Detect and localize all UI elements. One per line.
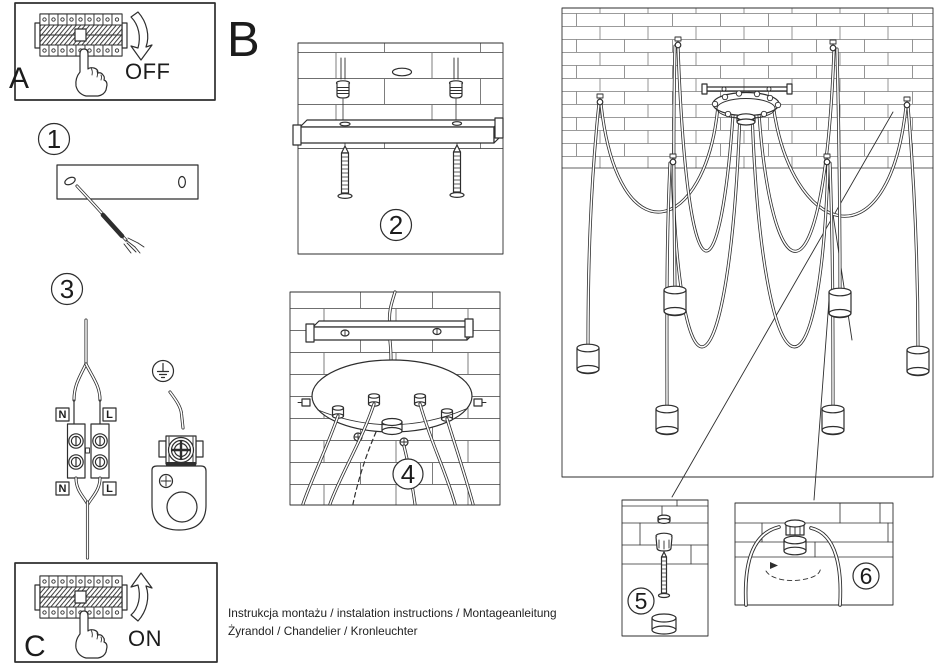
- mounting-bar-3d: [292, 117, 504, 146]
- step-3-badge: 3: [50, 272, 84, 306]
- step-1-illustration: 1: [37, 122, 199, 254]
- svg-text:N: N: [59, 483, 67, 495]
- step-5-badge: 5: [627, 587, 655, 615]
- panel-c-frame: [14, 562, 218, 663]
- bulb-socket: [906, 345, 930, 377]
- ceiling-canopy: [297, 359, 487, 447]
- step-2-badge: 2: [379, 208, 413, 242]
- wall-hook: [829, 39, 837, 52]
- cable-gland: [367, 393, 381, 407]
- section-letter-b: B: [227, 13, 260, 67]
- power-cable: [75, 184, 145, 254]
- terminal-label-l-bottom: [102, 481, 117, 496]
- terminal-block: N L N L: [55, 318, 117, 560]
- brick-courses: [734, 502, 894, 558]
- wall-plug: [655, 532, 673, 552]
- svg-text:L: L: [106, 409, 113, 421]
- mounting-bar: [56, 164, 199, 200]
- screw-left: [337, 145, 353, 200]
- panel-breaker-off: OFF A: [9, 2, 216, 101]
- wall-plug-right: [448, 57, 464, 99]
- svg-text:6: 6: [860, 563, 873, 589]
- breaker-action-label: OFF: [125, 59, 171, 84]
- center-gland: [381, 417, 403, 436]
- bulb-socket: [576, 343, 600, 375]
- ceiling-cable-hole: [391, 67, 413, 77]
- terminal-right: [90, 423, 110, 479]
- step-3-illustration: 3 N L N L: [50, 272, 207, 560]
- footer-line-2: Żyrandol / Chandelier / Kronleuchter: [228, 624, 418, 638]
- section-letter-a: A: [9, 62, 29, 95]
- brick-wall: [562, 8, 933, 168]
- hook-lower-cylinder: [783, 535, 807, 556]
- side-screw-left: [297, 398, 311, 407]
- wall-hook: [596, 93, 604, 106]
- footer-line-1: Instrukcja montażu / instalation instruc…: [228, 606, 557, 620]
- earth-clamp: [151, 390, 207, 531]
- breaker-action-label: ON: [128, 626, 162, 651]
- step-6-badge: 6: [852, 562, 880, 590]
- terminal-screws: [68, 433, 108, 470]
- bar-hole-right: [178, 175, 187, 189]
- terminal-label-n-top: [55, 407, 70, 422]
- arrow-down-icon: [130, 11, 153, 61]
- bar-hole-left: [64, 176, 76, 186]
- wall-hook: [823, 153, 831, 166]
- wall-hook: [669, 153, 677, 166]
- wall-plug-left: [335, 57, 351, 99]
- bulb-socket: [655, 404, 679, 436]
- svg-text:5: 5: [635, 588, 648, 614]
- leader-line-to-step-6: [813, 299, 830, 501]
- svg-text:2: 2: [389, 210, 403, 240]
- footer-text: Instrukcja montażu / instalation instruc…: [228, 606, 557, 638]
- leader-line-to-step-5: [671, 111, 894, 498]
- panel-a-frame: [14, 2, 216, 101]
- step-4-badge: 4: [392, 458, 424, 490]
- wall-hook: [903, 96, 911, 109]
- svg-text:4: 4: [401, 459, 415, 489]
- screw-right: [449, 144, 465, 199]
- screw: [657, 551, 671, 599]
- terminal-label-n-bottom: [55, 481, 70, 496]
- wall-hook: [674, 36, 682, 49]
- step-1-badge: 1: [37, 122, 71, 156]
- locknut: [657, 514, 671, 524]
- svg-text:N: N: [59, 409, 67, 421]
- mounting-bar-3d: [305, 318, 474, 343]
- bulb-socket: [828, 287, 852, 319]
- arrow-up-icon: [130, 572, 153, 622]
- step-2-illustration: 2: [292, 42, 504, 255]
- side-screw-right: [473, 398, 487, 407]
- ceiling-canopy: [711, 90, 782, 126]
- socket-cover-cup: [651, 613, 677, 635]
- earth-symbol-icon: [151, 359, 175, 383]
- hook-cap: [784, 519, 806, 536]
- svg-text:1: 1: [47, 124, 61, 154]
- panel-breaker-on: ON C: [14, 562, 218, 663]
- bulb-socket: [663, 285, 687, 317]
- terminal-label-l-top: [102, 407, 117, 422]
- bulb-socket: [821, 404, 845, 436]
- rotation-arrow-icon: [765, 562, 821, 581]
- ceiling-bracket: [701, 83, 793, 99]
- svg-text:L: L: [106, 483, 113, 495]
- step-4-illustration: 4: [289, 290, 501, 506]
- section-letter-c: C: [24, 630, 46, 663]
- terminal-left: [66, 423, 86, 479]
- step-5-illustration: 5: [621, 499, 709, 637]
- draped-cable: [743, 525, 843, 607]
- svg-text:3: 3: [60, 274, 74, 304]
- step-6-illustration: 6: [734, 502, 894, 607]
- chandelier-overview: [561, 7, 934, 501]
- step-6-frame: [734, 502, 894, 606]
